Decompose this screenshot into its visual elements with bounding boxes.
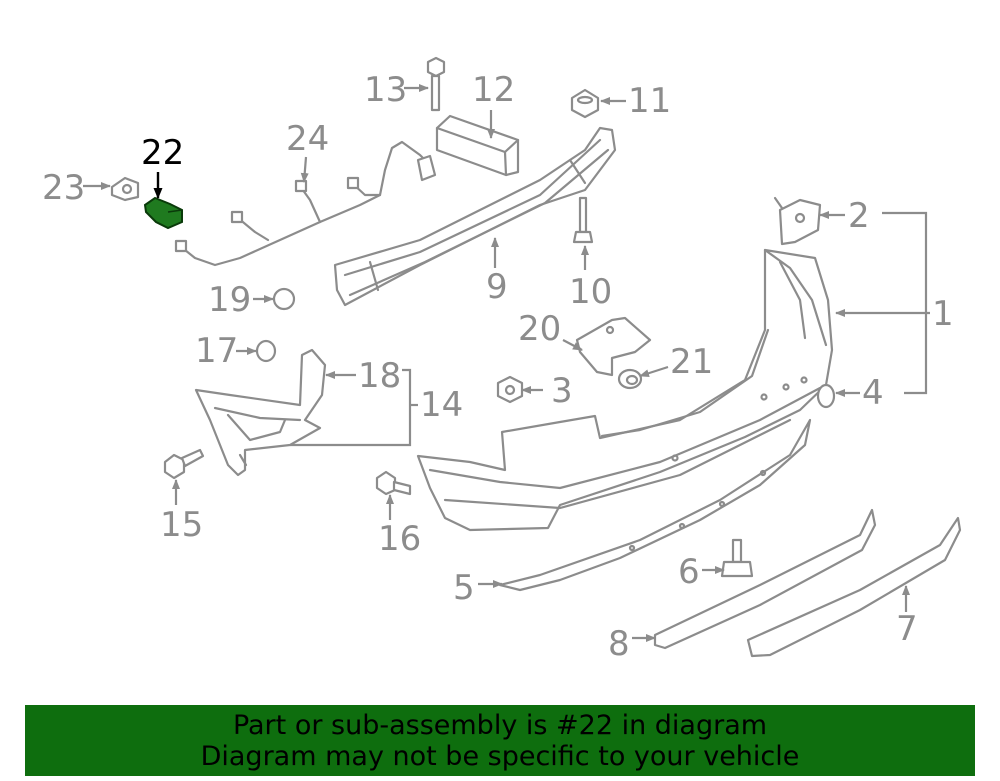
callout-8: 8 (608, 624, 630, 664)
bolt-10-part (572, 196, 594, 244)
grommet-17-part (255, 339, 277, 363)
bracket-20-part (575, 316, 652, 377)
trim-strip-7-part (746, 516, 962, 658)
callout-4: 4 (862, 373, 884, 413)
bolt-6-part (720, 538, 754, 578)
callout-13: 13 (364, 70, 407, 110)
callout-12: 12 (472, 70, 515, 110)
callout-9: 9 (486, 267, 508, 307)
callout-16: 16 (378, 519, 421, 559)
callout-labels: 13 12 11 24 23 22 2 1 4 9 10 19 17 18 14… (42, 70, 954, 664)
nut-21-part (617, 368, 643, 390)
leader-lines (83, 84, 930, 642)
trim-strip-8-part (653, 508, 877, 650)
cap-19-part (272, 287, 296, 311)
banner-line-2: Diagram may not be specific to your vehi… (200, 741, 800, 772)
callout-18: 18 (358, 356, 401, 396)
callout-19: 19 (208, 280, 251, 320)
callout-6: 6 (678, 552, 700, 592)
callout-22: 22 (141, 133, 184, 173)
stud-bolt-part (426, 56, 446, 112)
callout-10: 10 (569, 272, 612, 312)
wiring-harness-part (174, 140, 437, 267)
nut-11-part (570, 88, 600, 119)
callout-5: 5 (453, 568, 475, 608)
info-banner: Part or sub-assembly is #22 in diagram D… (25, 705, 975, 776)
callout-7: 7 (896, 609, 918, 649)
callout-20: 20 (518, 309, 561, 349)
side-bracket-part (773, 196, 822, 246)
callout-2: 2 (848, 196, 870, 236)
callout-11: 11 (628, 81, 671, 121)
foam-block-part (435, 114, 520, 177)
callout-14: 14 (420, 385, 463, 425)
clip-nut-part (496, 375, 524, 404)
callout-17: 17 (195, 331, 238, 371)
callout-23: 23 (42, 168, 85, 208)
callout-21: 21 (670, 342, 713, 382)
callout-3: 3 (551, 371, 573, 411)
banner-line-1: Part or sub-assembly is #22 in diagram (232, 710, 768, 741)
callout-15: 15 (160, 505, 203, 545)
lower-valance-part (498, 418, 812, 592)
plug-part (816, 383, 836, 409)
side-mount-bracket-part (194, 348, 327, 477)
parking-sensor-part-22 (143, 196, 183, 230)
callout-24: 24 (286, 119, 329, 159)
sensor-holder-part (110, 176, 140, 202)
bumper-cover-part (416, 248, 834, 532)
callout-1: 1 (932, 294, 954, 334)
reinforcement-beam-part (333, 126, 617, 307)
bolt-16-part (375, 470, 412, 496)
bolt-15-part (163, 448, 205, 480)
